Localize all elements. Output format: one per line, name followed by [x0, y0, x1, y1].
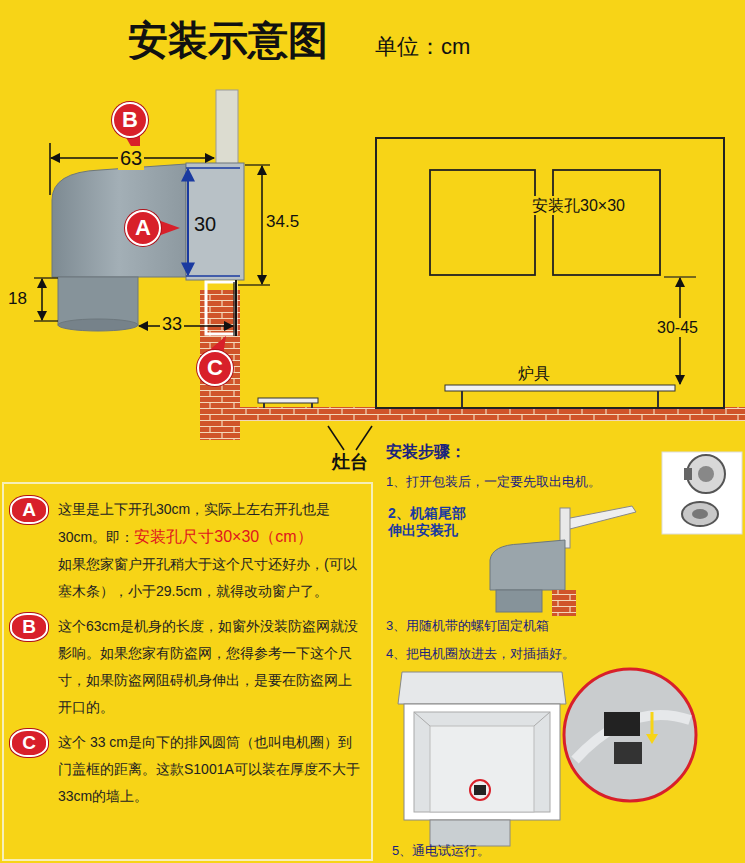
wall-outline: [376, 138, 724, 408]
front-face: [186, 163, 244, 280]
hole-square: [553, 170, 660, 275]
callout-text: C: [207, 355, 223, 381]
motor-cylinder: [58, 277, 138, 325]
dimension-label: 18: [8, 289, 27, 309]
hole-square: [430, 170, 535, 275]
callout-letter: C: [197, 350, 233, 386]
callout-text: C: [22, 732, 36, 754]
open-box-photo: [398, 672, 566, 846]
callout-text: A: [135, 215, 151, 241]
note-text: 如果您家窗户开孔稍大于这个尺寸还好办，(可以塞木条），小于29.5cm，就得改动…: [58, 551, 361, 605]
title: 安装示意图: [128, 16, 328, 64]
callout-text: B: [22, 616, 36, 638]
note-text: 这个 33 cm是向下的排风圆筒（也叫电机圈）到门盖框的距离。这款S1001A可…: [58, 729, 361, 810]
step-text: 安装步骤：: [386, 442, 466, 461]
dimension-label: 30: [194, 212, 216, 236]
unit-note: 单位：cm: [375, 34, 470, 60]
callout-letter: B: [112, 102, 148, 138]
step-text: 1、打开包装后，一定要先取出电机。: [386, 474, 601, 490]
fan-housing: [52, 164, 186, 277]
note-text: 安装孔尺寸30×30（cm）: [134, 528, 312, 545]
dimension-label: 33: [160, 314, 184, 336]
motor-photo: [662, 452, 742, 534]
connector-zoom: [564, 669, 696, 801]
step-text: 5、通电试运行。: [392, 843, 490, 859]
part-label: 炉具: [518, 364, 550, 383]
note-marker: B: [10, 613, 48, 641]
part-label: 灶台: [332, 452, 368, 474]
step-text: 4、把电机圈放进去，对插插好。: [386, 646, 575, 662]
step-text: 2、机箱尾部 伸出安装孔: [388, 505, 498, 539]
note-marker: A: [10, 496, 48, 524]
note-text: 这个63cm是机身的长度，如窗外没装防盗网就没影响。如果您家有防盗网，您得参考一…: [58, 613, 361, 721]
callout-text: B: [122, 107, 138, 133]
dimension-label: 安装孔30×30: [530, 196, 627, 215]
bracket-plate: [216, 90, 238, 170]
stove: [445, 385, 675, 391]
step-text: 3、用随机带的螺钉固定机箱: [386, 618, 549, 634]
callout-letter: A: [125, 210, 161, 246]
note-marker: C: [10, 729, 48, 757]
callout-text: A: [22, 499, 36, 521]
dimension-label: 30-45: [655, 318, 700, 337]
floor-bricks: [240, 407, 745, 421]
dimension-label: 34.5: [266, 212, 299, 232]
dimension-label: 63: [118, 146, 144, 170]
housing-photo: [490, 506, 636, 616]
note-panel: 这里是上下开孔30cm，实际上左右开孔也是30cm。即：安装孔尺寸30×30（c…: [2, 482, 373, 861]
